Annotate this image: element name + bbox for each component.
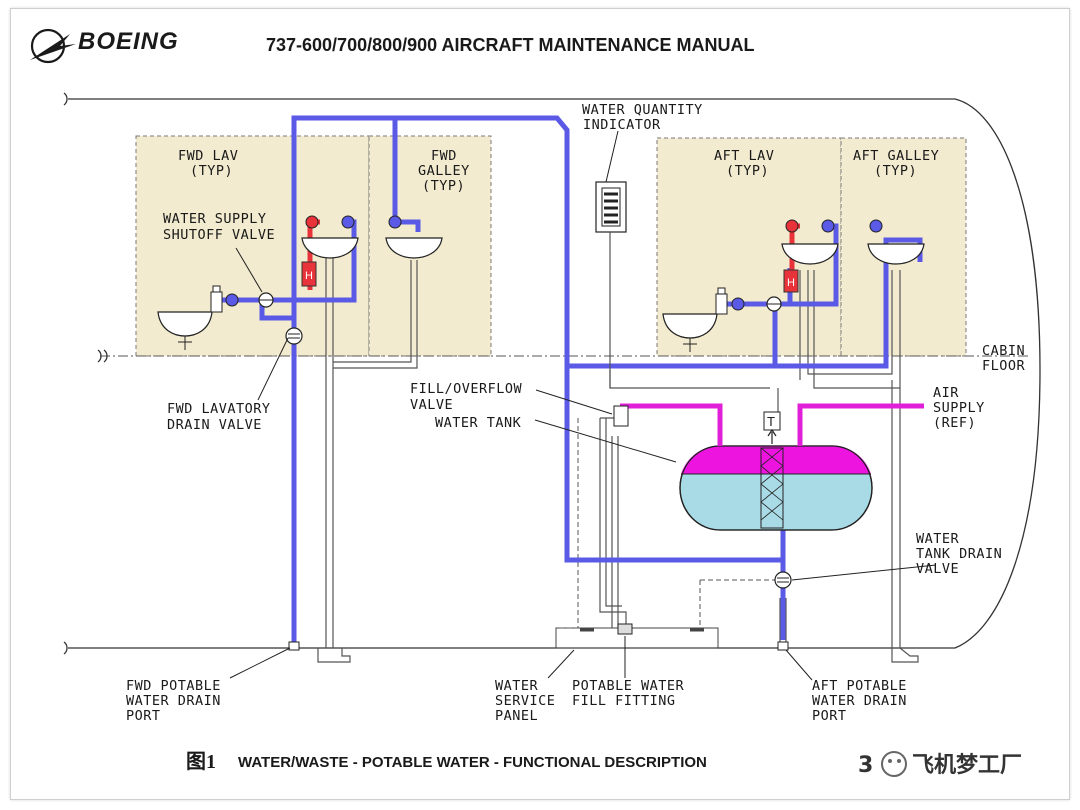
fill-overflow-valve <box>613 405 629 427</box>
label-fwd-potable-water-drain-port: FWD POTABLE WATER DRAIN PORT <box>126 678 221 724</box>
valve-icon <box>225 215 883 311</box>
fwd-lav-sink <box>301 237 359 259</box>
fwd-water-heater: H <box>301 261 317 287</box>
svg-text:(TYP): (TYP) <box>422 178 465 194</box>
label-fwd-lavatory-drain-valve: FWD LAVATORY DRAIN VALVE <box>167 401 271 433</box>
aft-water-heater: H <box>783 269 799 293</box>
svg-text:POTABLE WATER: POTABLE WATER <box>572 678 685 694</box>
svg-text:INDICATOR: INDICATOR <box>583 117 661 133</box>
svg-text:PORT: PORT <box>126 708 161 724</box>
svg-text:(TYP): (TYP) <box>726 163 769 179</box>
label-fill-overflow-valve: FILL/OVERFLOW VALVE <box>410 381 523 413</box>
manual-title: 737-600/700/800/900 AIRCRAFT MAINTENANCE… <box>266 35 754 55</box>
drain-lines <box>317 240 919 663</box>
svg-text:AFT GALLEY: AFT GALLEY <box>853 148 939 164</box>
svg-text:VALVE: VALVE <box>410 397 453 413</box>
label-potable-water-fill-fitting: POTABLE WATER FILL FITTING <box>572 678 685 709</box>
svg-text:WATER SUPPLY: WATER SUPPLY <box>163 211 267 227</box>
svg-text:VALVE: VALVE <box>916 561 959 577</box>
svg-text:H: H <box>305 270 313 282</box>
svg-text:FWD LAVATORY: FWD LAVATORY <box>167 401 271 417</box>
svg-text:FWD LAV: FWD LAV <box>178 148 238 164</box>
label-water-tank-drain-valve: WATER TANK DRAIN VALVE <box>916 531 1002 577</box>
svg-text:FLOOR: FLOOR <box>982 358 1026 374</box>
svg-text:WATER DRAIN: WATER DRAIN <box>812 693 907 709</box>
svg-text:WATER: WATER <box>916 531 960 547</box>
label-water-quantity-indicator: WATER QUANTITY INDICATOR <box>582 102 703 133</box>
svg-text:SERVICE: SERVICE <box>495 693 555 709</box>
figure-caption: WATER/WASTE - POTABLE WATER - FUNCTIONAL… <box>238 754 707 771</box>
drain-valve-icon <box>285 327 792 589</box>
svg-text:GALLEY: GALLEY <box>418 163 470 179</box>
aft-lav-sink <box>781 243 839 265</box>
svg-text:WATER QUANTITY: WATER QUANTITY <box>582 102 703 118</box>
svg-text:FILL/OVERFLOW: FILL/OVERFLOW <box>410 381 523 397</box>
aft-lav-toilet <box>662 287 728 352</box>
svg-text:TANK DRAIN: TANK DRAIN <box>916 546 1002 562</box>
svg-text:SUPPLY: SUPPLY <box>933 400 985 416</box>
brand-wordmark: BOEING <box>78 28 179 55</box>
aft-galley-sink <box>867 243 925 265</box>
svg-text:WATER DRAIN: WATER DRAIN <box>126 693 221 709</box>
svg-text:FWD: FWD <box>431 148 457 164</box>
fuselage-outline <box>63 92 1041 655</box>
water-supply-shutoff-valve <box>258 292 782 312</box>
figure-number: 图1 <box>186 750 216 773</box>
svg-text:FWD POTABLE: FWD POTABLE <box>126 678 221 694</box>
leader-lines <box>229 130 937 681</box>
watermark-icon <box>881 751 907 777</box>
label-aft-galley: AFT GALLEY (TYP) <box>853 148 939 179</box>
svg-text:DRAIN VALVE: DRAIN VALVE <box>167 417 262 433</box>
svg-text:WATER TANK: WATER TANK <box>435 415 522 431</box>
water-tank <box>679 445 873 531</box>
svg-text:AFT LAV: AFT LAV <box>714 148 774 164</box>
svg-text:FILL FITTING: FILL FITTING <box>572 693 676 709</box>
label-water-supply-shutoff-valve: WATER SUPPLY SHUTOFF VALVE <box>163 211 275 243</box>
svg-text:H: H <box>787 277 795 289</box>
label-water-service-panel: WATER SERVICE PANEL <box>495 678 555 724</box>
label-cabin-floor: CABIN FLOOR <box>982 343 1026 374</box>
svg-text:(TYP): (TYP) <box>190 163 233 179</box>
boeing-logo-icon <box>30 28 76 64</box>
svg-text:(TYP): (TYP) <box>874 163 917 179</box>
water-quantity-indicator <box>595 181 627 388</box>
label-water-tank: WATER TANK <box>435 415 522 431</box>
label-fwd-lav: FWD LAV (TYP) <box>178 148 238 179</box>
svg-text:AFT POTABLE: AFT POTABLE <box>812 678 907 694</box>
svg-text:PANEL: PANEL <box>495 708 538 724</box>
fwd-galley-sink <box>385 237 443 259</box>
fill-fitting-icon <box>617 623 633 635</box>
svg-text:CABIN: CABIN <box>982 343 1025 359</box>
fwd-lav-toilet <box>157 285 223 350</box>
quantity-transmitter: T <box>763 411 781 444</box>
svg-text:PORT: PORT <box>812 708 847 724</box>
svg-text:(REF): (REF) <box>933 415 976 431</box>
reference-number-partial: 3 <box>858 753 873 778</box>
svg-text:SHUTOFF VALVE: SHUTOFF VALVE <box>163 227 275 243</box>
label-aft-lav: AFT LAV (TYP) <box>714 148 774 179</box>
svg-text:WATER: WATER <box>495 678 539 694</box>
watermark: 飞机梦工厂 <box>912 752 1022 778</box>
drain-port-icons <box>288 641 789 651</box>
label-aft-potable-water-drain-port: AFT POTABLE WATER DRAIN PORT <box>812 678 907 724</box>
label-air-supply: AIR SUPPLY (REF) <box>933 385 985 431</box>
label-fwd-galley: FWD GALLEY (TYP) <box>418 148 470 194</box>
svg-text:AIR: AIR <box>933 385 959 401</box>
transmitter-symbol: T <box>767 414 775 429</box>
